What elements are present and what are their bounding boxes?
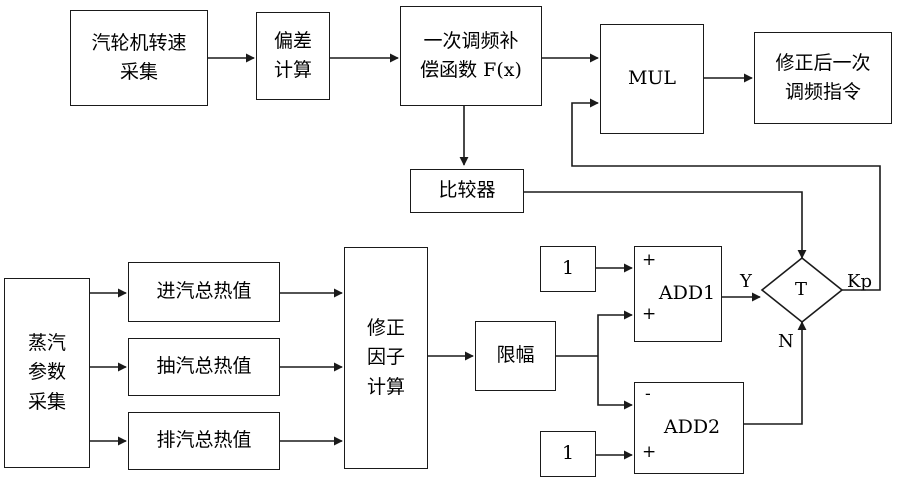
signal-kp-label: Kp bbox=[847, 271, 872, 292]
compensation-function-line1: 一次调频补 bbox=[423, 29, 519, 52]
arrow-limiter-to-add1 bbox=[597, 310, 633, 356]
factor-calc-line3: 计算 bbox=[366, 375, 405, 398]
constant-bottom-label: 1 bbox=[561, 442, 575, 465]
steam-params-line3: 采集 bbox=[27, 390, 66, 413]
arrow-add2-to-switch bbox=[744, 321, 807, 425]
add1-bottom-sign: + bbox=[642, 304, 657, 324]
exhaust-heat-label: 排汽总热值 bbox=[156, 429, 252, 452]
speed-collection-line2: 采集 bbox=[119, 61, 158, 83]
extraction-heat-block: 抽汽总热值 bbox=[128, 338, 280, 396]
factor-calc-block: 修正因子计算 bbox=[344, 247, 428, 469]
exhaust-heat-block: 排汽总热值 bbox=[128, 412, 280, 470]
corrected-command-block: 修正后一次调频指令 bbox=[754, 32, 892, 124]
compensation-function-block: 一次调频补偿函数 F(x) bbox=[400, 6, 542, 106]
speed-collection-line1: 汽轮机转速 bbox=[91, 31, 187, 54]
deviation-block: 偏差计算 bbox=[256, 12, 330, 100]
switch-label: T bbox=[795, 279, 808, 300]
switch-diamond bbox=[760, 256, 844, 324]
comparator-block: 比较器 bbox=[410, 169, 524, 213]
line-comparator-to-switch bbox=[524, 191, 807, 259]
corrected-command-line2: 调频指令 bbox=[784, 81, 861, 103]
deviation-line2: 计算 bbox=[273, 59, 312, 81]
inlet-heat-label: 进汽总热值 bbox=[156, 280, 252, 303]
limiter-block: 限幅 bbox=[475, 321, 556, 391]
add1-top-sign: + bbox=[642, 250, 657, 270]
speed-collection-block: 汽轮机转速采集 bbox=[70, 10, 208, 106]
signal-n-label: N bbox=[778, 331, 794, 352]
constant-top-block: 1 bbox=[540, 246, 596, 292]
mul-block: MUL bbox=[600, 24, 704, 134]
arrow-limiter-to-add2 bbox=[597, 356, 633, 410]
constant-top-label: 1 bbox=[561, 257, 575, 280]
extraction-heat-label: 抽汽总热值 bbox=[156, 355, 252, 378]
line-kp-feedback-to-mul bbox=[571, 98, 881, 291]
steam-params-line2: 参数 bbox=[27, 361, 66, 384]
add2-label: ADD2 bbox=[663, 416, 721, 439]
add2-top-sign: - bbox=[645, 384, 651, 404]
add1-block: ADD1 bbox=[634, 246, 722, 342]
mul-label: MUL bbox=[627, 67, 677, 90]
compensation-function-line2: 偿函数 F(x) bbox=[420, 59, 522, 81]
limiter-label: 限幅 bbox=[496, 344, 535, 367]
corrected-command-line1: 修正后一次 bbox=[775, 51, 871, 74]
inlet-heat-block: 进汽总热值 bbox=[128, 262, 280, 322]
signal-y-label: Y bbox=[740, 271, 752, 292]
add1-label: ADD1 bbox=[658, 282, 716, 305]
comparator-label: 比较器 bbox=[438, 179, 496, 202]
steam-params-block: 蒸汽参数采集 bbox=[4, 278, 90, 468]
add2-block: ADD2 bbox=[634, 382, 744, 474]
steam-params-line1: 蒸汽 bbox=[27, 331, 66, 354]
deviation-line1: 偏差 bbox=[273, 29, 312, 52]
factor-calc-line2: 因子 bbox=[366, 346, 405, 369]
factor-calc-line1: 修正 bbox=[366, 316, 405, 339]
add2-bottom-sign: + bbox=[642, 442, 657, 462]
constant-bottom-block: 1 bbox=[540, 431, 596, 477]
